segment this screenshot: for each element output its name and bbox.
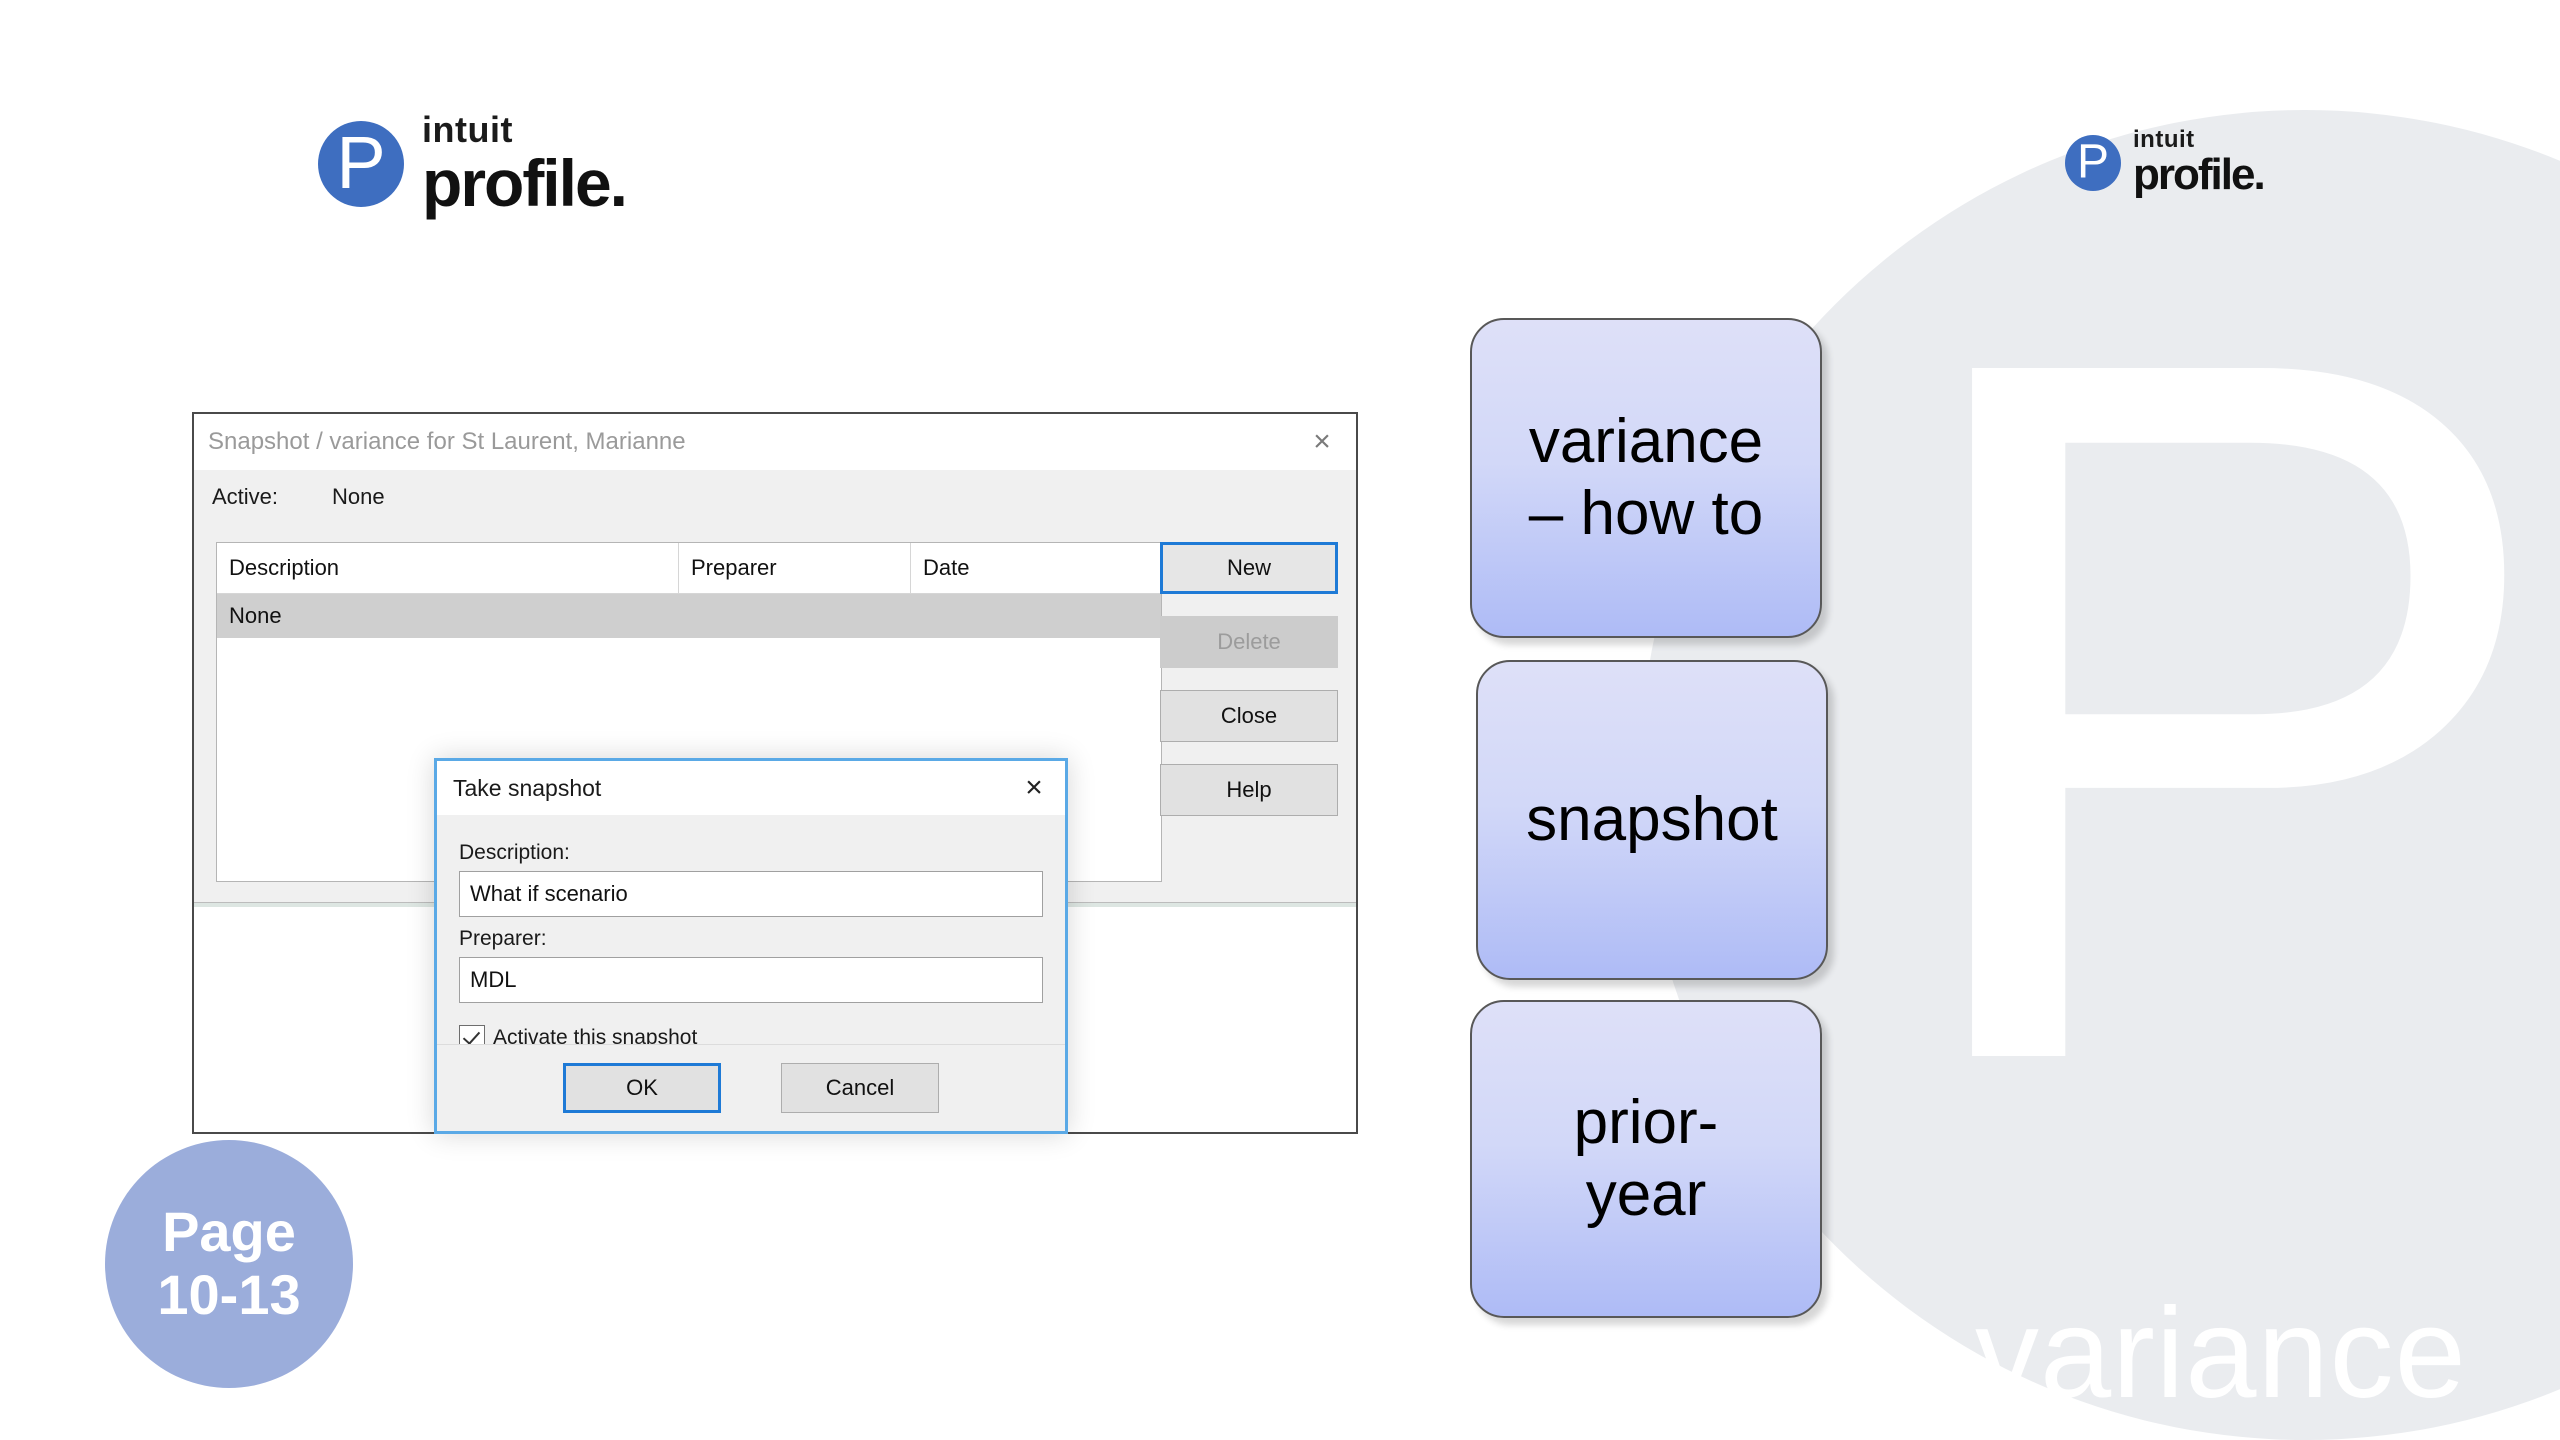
page-number-badge: Page 10-13 <box>105 1140 353 1388</box>
active-snapshot-row: Active: None <box>194 470 1356 522</box>
ok-button[interactable]: OK <box>563 1063 721 1113</box>
modal-close-icon[interactable]: × <box>1025 771 1043 804</box>
concept-box-snapshot[interactable]: snapshot <box>1476 660 1828 980</box>
cancel-button[interactable]: Cancel <box>781 1063 939 1113</box>
page-badge-line2: 10-13 <box>157 1263 301 1326</box>
column-header-preparer[interactable]: Preparer <box>679 543 911 593</box>
concept-box-prior-year[interactable]: prior-year <box>1470 1000 1822 1318</box>
delete-button: Delete <box>1160 616 1338 668</box>
window-title-bar[interactable]: Snapshot / variance for St Laurent, Mari… <box>194 414 1356 470</box>
active-value: None <box>332 484 385 509</box>
intuit-profile-logo-secondary: P intuit profile. <box>2065 126 2266 199</box>
new-button[interactable]: New <box>1160 542 1338 594</box>
modal-body: Description: What if scenario Preparer: … <box>437 815 1065 1051</box>
column-header-description[interactable]: Description <box>217 543 679 593</box>
logo-p-glyph: P <box>336 120 386 204</box>
close-icon[interactable]: × <box>1313 425 1331 458</box>
active-label: Active: <box>212 484 279 509</box>
watermark-p-letter: P <box>1890 151 2557 1268</box>
logo-intuit-text: intuit <box>422 109 513 150</box>
snapshot-list-header: Description Preparer Date <box>217 543 1161 594</box>
watermark-variance-word: variance <box>1975 1282 2467 1425</box>
preparer-label: Preparer: <box>459 927 547 950</box>
logo-p-glyph-small: P <box>2076 134 2110 188</box>
page-badge-line1: Page <box>162 1200 296 1264</box>
logo-profile-text: profile. <box>422 146 628 220</box>
description-input[interactable]: What if scenario <box>459 871 1043 917</box>
take-snapshot-dialog: Take snapshot × Description: What if sce… <box>434 758 1068 1134</box>
table-row[interactable]: None <box>217 594 1161 638</box>
profile-p-mark-icon: P <box>318 121 404 207</box>
column-header-date[interactable]: Date <box>923 555 970 580</box>
activate-snapshot-label: Activate this snapshot <box>493 1026 698 1049</box>
description-label: Description: <box>459 841 570 864</box>
window-button-column: New Delete Close Help <box>1160 542 1338 816</box>
modal-footer: OK Cancel <box>437 1044 1065 1131</box>
logo-wordmark: intuit profile. <box>422 109 628 220</box>
close-button[interactable]: Close <box>1160 690 1338 742</box>
logo-profile-text-small: profile. <box>2133 150 2266 199</box>
logo-wordmark-small: intuit profile. <box>2133 126 2266 199</box>
preparer-input[interactable]: MDL <box>459 957 1043 1003</box>
window-title: Snapshot / variance for St Laurent, Mari… <box>208 428 686 455</box>
profile-p-mark-icon-small: P <box>2065 134 2121 191</box>
logo-intuit-text-small: intuit <box>2133 126 2195 153</box>
modal-title: Take snapshot <box>453 774 602 801</box>
cell-description: None <box>229 603 282 628</box>
help-button[interactable]: Help <box>1160 764 1338 816</box>
intuit-profile-logo-primary: P intuit profile. <box>318 109 628 220</box>
modal-title-bar[interactable]: Take snapshot × <box>437 761 1065 815</box>
concept-box-variance-how-to[interactable]: variance– how to <box>1470 318 1822 638</box>
